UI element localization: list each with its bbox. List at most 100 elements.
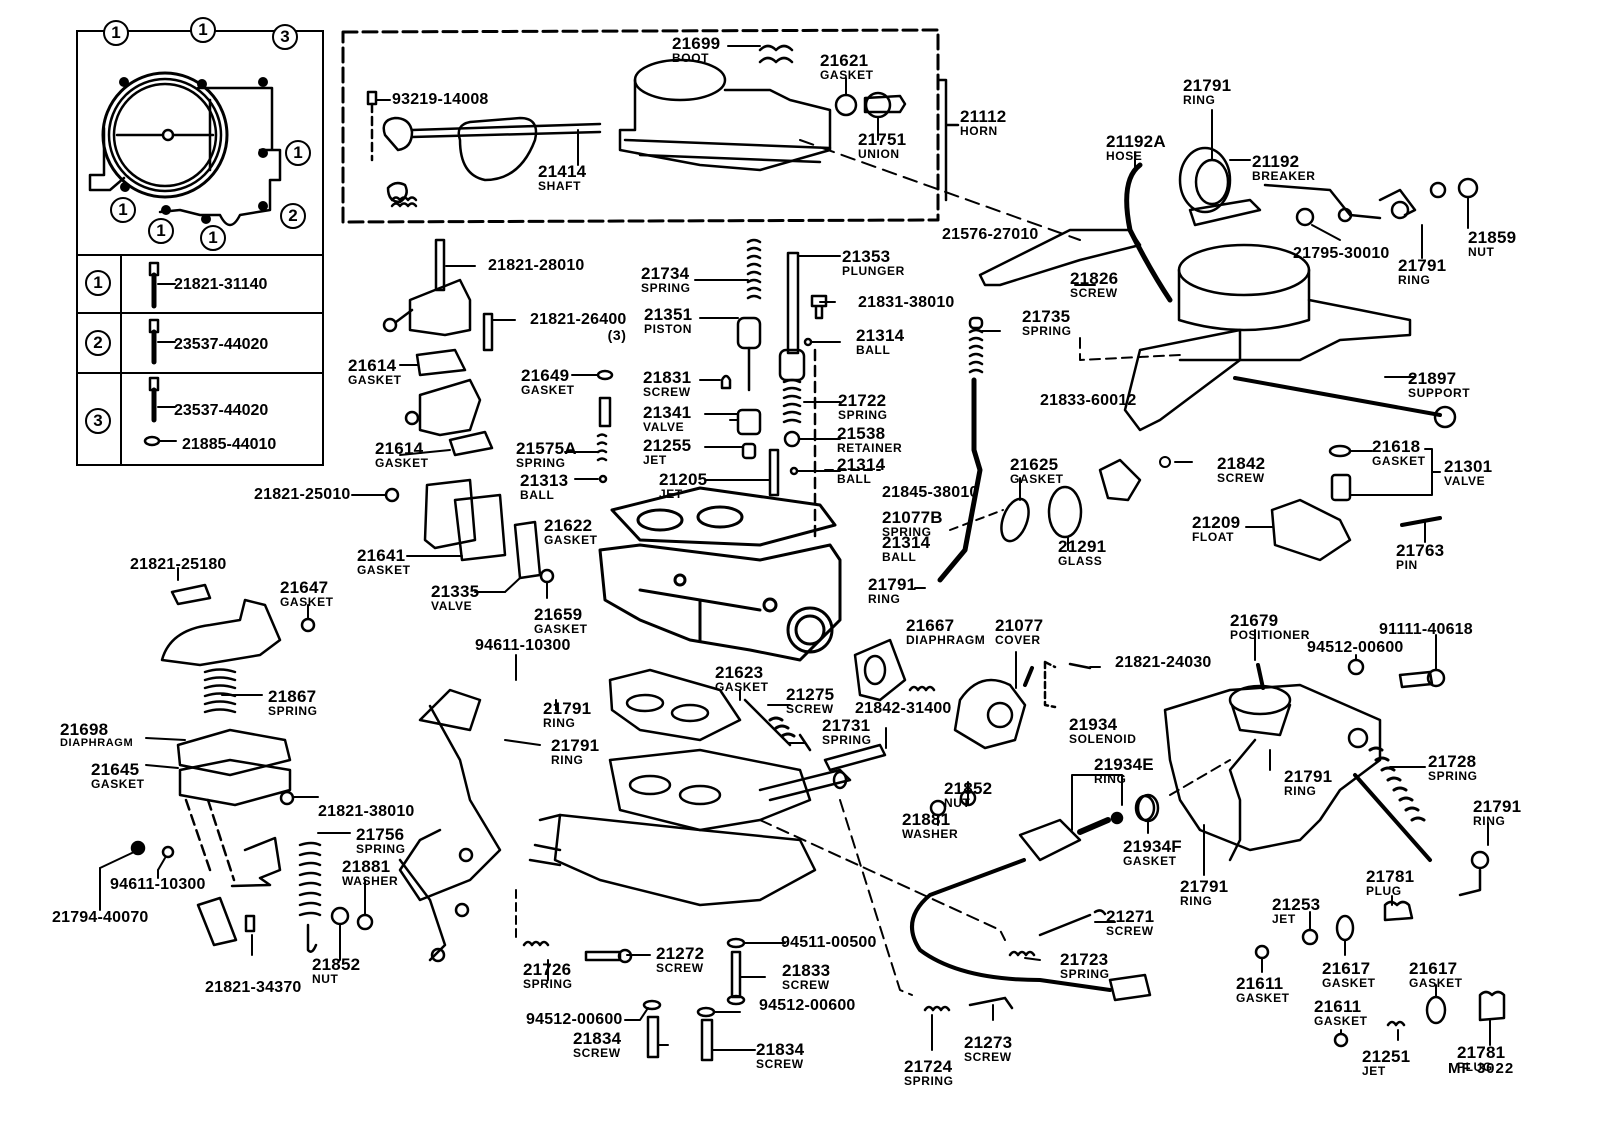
part-label[interactable]: 91111-40618 [1379,621,1473,638]
part-label[interactable]: 21795-30010 [1293,245,1390,262]
part-label[interactable]: 21821-26400(3) [530,311,627,343]
part-label[interactable]: 21821-38010 [318,803,415,820]
part-label[interactable]: 93219-14008 [392,91,489,108]
part-label[interactable]: 94611-10300 [475,637,571,654]
part-label[interactable]: 94511-00500 [781,934,877,951]
legend-part-number[interactable]: 23537-44020 [174,336,269,353]
part-label[interactable]: 21794-40070 [52,909,149,926]
part-label[interactable]: 94611-10300 [110,876,206,893]
part-label[interactable]: 21821-24030 [1115,654,1212,671]
part-label[interactable]: 21821-34370 [205,979,302,996]
part-label[interactable]: 21576-27010 [942,226,1039,243]
part-label[interactable]: 21831-38010 [858,294,955,311]
legend-part-number[interactable]: 23537-44020 [174,402,269,419]
part-label[interactable]: 21821-25010 [254,486,351,503]
part-label[interactable]: 21821-25180 [130,556,227,573]
part-label[interactable]: 94512-00600 [759,997,856,1014]
part-label[interactable]: 21845-38010 [882,484,979,501]
part-label[interactable]: 21821-28010 [488,257,585,274]
legend-part-number[interactable]: 21885-44010 [182,436,277,453]
part-label[interactable]: 21842-31400 [855,700,952,717]
legend-part-number[interactable]: 21821-31140 [174,276,268,293]
part-label[interactable]: 21833-60012 [1040,392,1137,409]
part-label[interactable]: 94512-00600 [1307,639,1404,656]
